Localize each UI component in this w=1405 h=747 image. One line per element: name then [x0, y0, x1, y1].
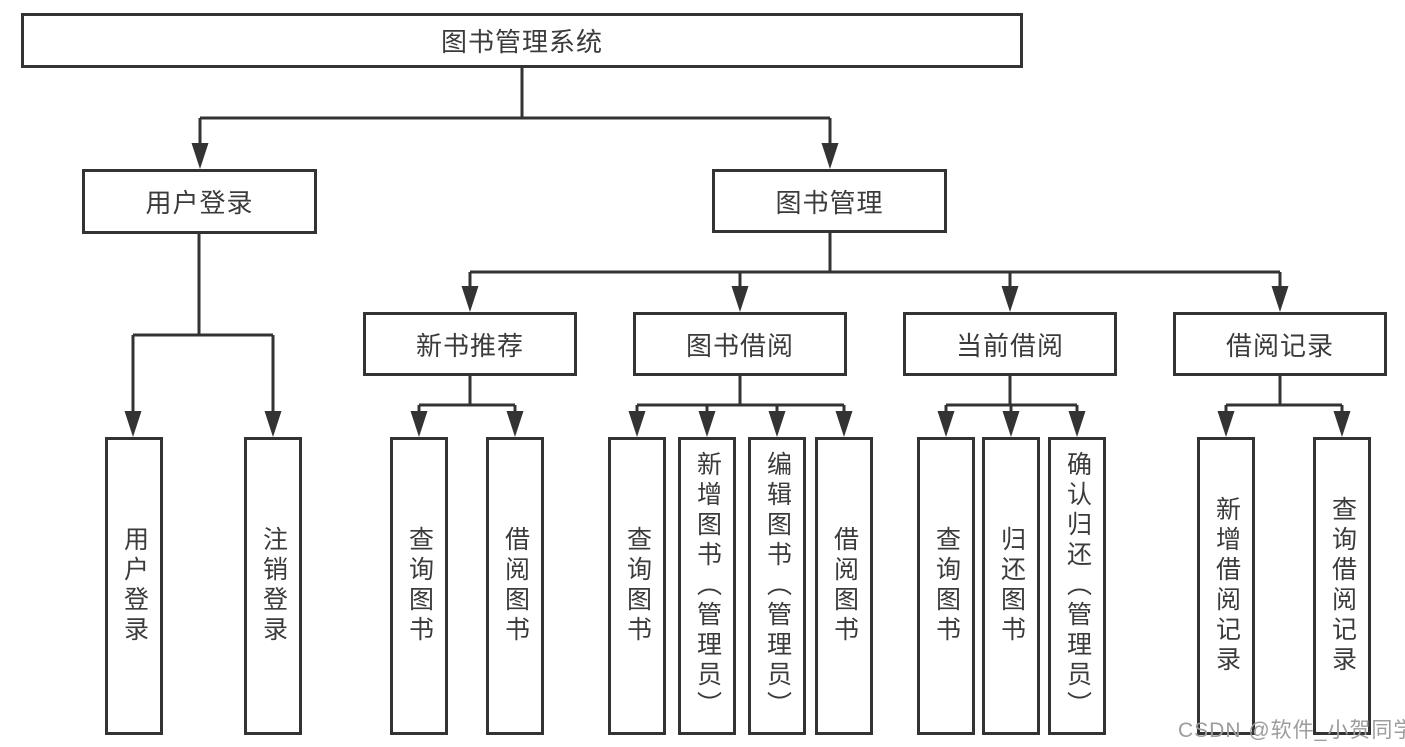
node-book-borrowing: 图书借阅 [633, 312, 847, 376]
leaf-label: 新增借阅记录 [1212, 496, 1241, 676]
leaf-current-return-books: 归还图书 [982, 437, 1040, 735]
node-label: 图书管理 [775, 187, 884, 218]
leaf-newbook-borrow-books: 借阅图书 [486, 437, 544, 735]
leaf-label: 借阅图书 [830, 526, 859, 646]
leaf-label: 用户登录 [120, 526, 149, 646]
watermark: CSDN @软件_小贺同学 [1178, 719, 1405, 742]
node-library-management-system: 图书管理系统 [21, 13, 1023, 68]
node-label: 借阅记录 [1225, 330, 1334, 361]
node-current-borrowing: 当前借阅 [903, 312, 1117, 376]
leaf-label: 查询借阅记录 [1328, 496, 1357, 676]
leaf-label: 查询图书 [623, 526, 652, 646]
node-label: 当前借阅 [955, 330, 1064, 361]
leaf-current-confirm-return-admin: 确认归还（管理员） [1048, 437, 1106, 735]
leaf-current-query-books: 查询图书 [917, 437, 975, 735]
leaf-logout: 注销登录 [244, 437, 302, 735]
node-label: 新书推荐 [415, 330, 524, 361]
leaf-label: 新增图书（管理员） [693, 451, 722, 721]
leaf-borrowing-edit-books-admin: 编辑图书（管理员） [748, 437, 806, 735]
leaf-borrowing-borrow-books: 借阅图书 [815, 437, 873, 735]
node-label: 图书管理系统 [440, 27, 603, 57]
leaf-newbook-query-books: 查询图书 [390, 437, 448, 735]
leaf-label: 查询图书 [405, 526, 434, 646]
leaf-user-login: 用户登录 [105, 437, 163, 735]
leaf-label: 确认归还（管理员） [1063, 451, 1092, 721]
node-borrow-records: 借阅记录 [1173, 312, 1387, 376]
node-user-login: 用户登录 [82, 169, 317, 234]
leaf-borrowing-add-books-admin: 新增图书（管理员） [678, 437, 736, 735]
leaf-label: 注销登录 [259, 526, 288, 646]
node-new-book-recommend: 新书推荐 [363, 312, 577, 376]
leaf-label: 编辑图书（管理员） [763, 451, 792, 721]
leaf-label: 归还图书 [997, 526, 1026, 646]
node-label: 用户登录 [145, 188, 254, 218]
leaf-borrowing-query-books: 查询图书 [608, 437, 666, 735]
leaf-label: 查询图书 [932, 526, 961, 646]
leaf-label: 借阅图书 [501, 526, 530, 646]
node-label: 图书借阅 [685, 330, 794, 361]
leaf-records-query-record: 查询借阅记录 [1313, 437, 1371, 735]
leaf-records-add-record: 新增借阅记录 [1197, 437, 1255, 735]
node-book-management: 图书管理 [712, 169, 947, 233]
